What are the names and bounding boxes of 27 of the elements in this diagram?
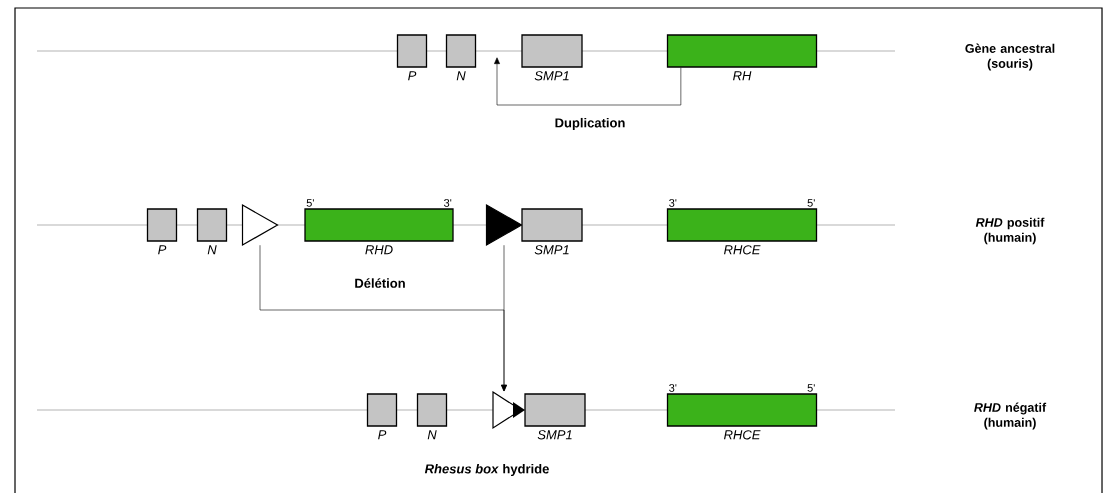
end-label: 3' (444, 199, 452, 207)
row-title: Gène ancestral (souris) (965, 43, 1055, 71)
end-label: 5' (306, 199, 314, 207)
end-label: 3' (669, 384, 677, 392)
gene-label: P (408, 71, 417, 81)
gene-label: N (456, 71, 466, 81)
gene-label: N (427, 430, 437, 440)
gene-label: RH (733, 71, 752, 81)
end-label: 5' (807, 199, 815, 207)
gene-label: N (207, 245, 217, 255)
gene-label: RHCE (724, 430, 761, 440)
gene-label: P (378, 430, 387, 440)
end-label: 5' (807, 384, 815, 392)
end-label: 3' (669, 199, 677, 207)
gene-label: P (158, 245, 167, 255)
arrow (501, 244, 507, 392)
row-title: RHD positif (humain) (975, 217, 1045, 245)
row-title: RHD négatif (humain) (974, 402, 1047, 430)
gene-label: RHD (365, 245, 393, 255)
arrow (494, 57, 682, 106)
edge-label: Délétion (353, 277, 407, 289)
gene-label: SMP1 (534, 245, 569, 255)
gene-label: RHCE (724, 245, 761, 255)
node-label: Rhesus box hydride (424, 463, 549, 477)
edge-label: Duplication (553, 116, 627, 132)
gene-label: SMP1 (537, 430, 572, 440)
gene-label: SMP1 (534, 71, 569, 81)
